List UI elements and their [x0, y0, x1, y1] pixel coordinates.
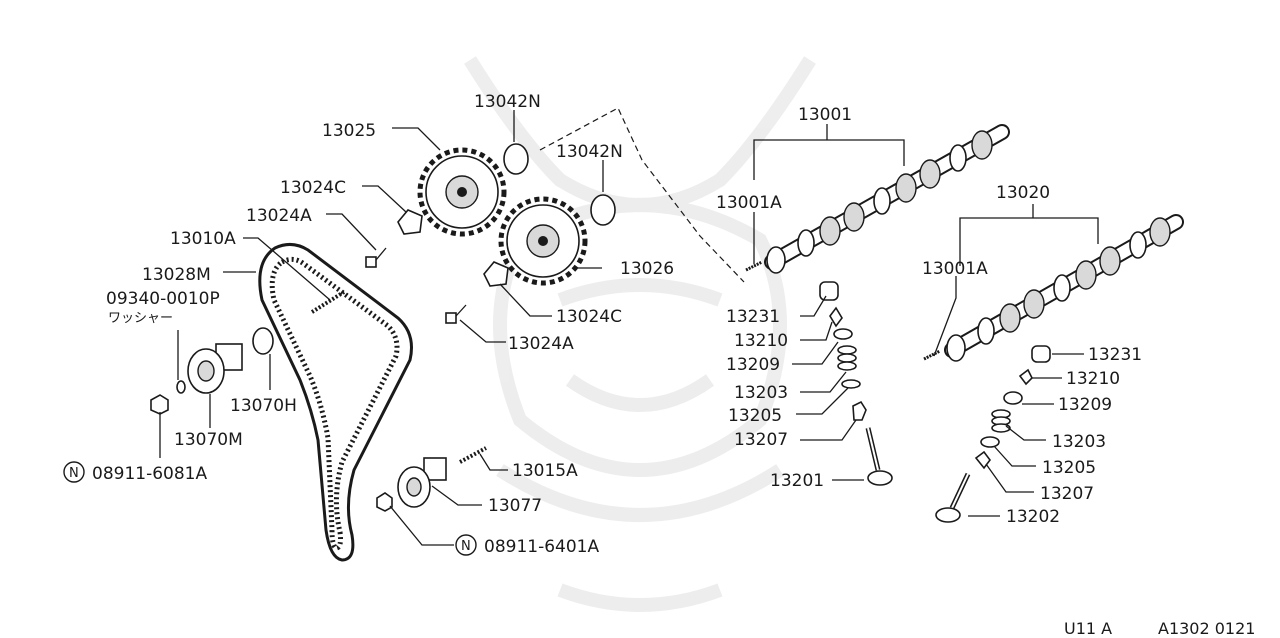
retainer-13209-b	[1003, 391, 1023, 405]
label-13205-b: 13205	[1042, 458, 1096, 478]
valve-spring-13203-b	[991, 409, 1011, 433]
label-13020: 13020	[996, 183, 1050, 203]
nut-08911-6401A	[376, 492, 393, 512]
label-13015A: 13015A	[512, 461, 578, 481]
intake-valve-13201	[865, 427, 893, 486]
label-08911-6081A: 08911-6081A	[92, 464, 207, 484]
label-13001A-a: 13001A	[716, 193, 782, 213]
timing-belt	[258, 243, 413, 562]
lifter-13231-a	[819, 281, 839, 301]
label-13209-a: 13209	[726, 355, 780, 375]
label-13024A-b: 13024A	[508, 334, 574, 354]
label-13024C-b: 13024C	[556, 307, 622, 327]
label-13203-a: 13203	[734, 383, 788, 403]
retainer-13209-a	[833, 328, 853, 340]
label-13231-a: 13231	[726, 307, 780, 327]
oil-seal-13042N-a	[503, 143, 529, 175]
tensioner-spring-13070H	[252, 327, 274, 355]
label-13077: 13077	[488, 496, 542, 516]
footer-model-code: U11 A	[1064, 619, 1112, 638]
exhaust-valve-13202	[935, 472, 971, 523]
label-13010A: 13010A	[170, 229, 236, 249]
cam-sprocket-13025	[417, 147, 507, 237]
nut-08911-6081A	[150, 394, 169, 415]
label-13070H: 13070H	[230, 396, 297, 416]
plate-13024C-a	[397, 209, 423, 235]
cam-sprocket-13026	[498, 196, 588, 286]
collet-13210-a	[829, 306, 843, 328]
n-mark-left: N	[63, 461, 85, 483]
spring-seat-13205-b	[980, 436, 1000, 448]
label-13207-b: 13207	[1040, 484, 1094, 504]
label-13210-a: 13210	[734, 331, 788, 351]
label-13205-a: 13205	[728, 406, 782, 426]
footer-figure-code: A1302 0121	[1158, 619, 1255, 638]
label-13209-b: 13209	[1058, 395, 1112, 415]
label-13001A-b: 13001A	[922, 259, 988, 279]
valve-seal-13207-a	[852, 400, 867, 421]
stud-13015A	[459, 446, 487, 464]
label-13042N-a: 13042N	[474, 92, 541, 112]
label-13025: 13025	[322, 121, 376, 141]
leader-lines	[159, 107, 1099, 546]
label-13026: 13026	[620, 259, 674, 279]
n-mark-right-text: N	[461, 539, 471, 554]
collet-13210-b	[1018, 368, 1033, 386]
bolt-13024A-a	[365, 247, 387, 268]
tensioner-pulley-13070M	[187, 343, 243, 394]
camshaft-13020	[944, 214, 1184, 362]
label-08911-6401A: 08911-6401A	[484, 537, 599, 557]
valve-spring-13203-a	[837, 345, 857, 371]
label-13024C-a: 13024C	[280, 178, 346, 198]
idler-pulley-13077	[397, 457, 447, 508]
label-13231-b: 13231	[1088, 345, 1142, 365]
n-mark-right: N	[455, 534, 477, 556]
n-mark-left-text: N	[69, 466, 79, 481]
label-09340-0010P: 09340-0010P	[106, 289, 220, 309]
bolt-13024A-b	[445, 304, 467, 324]
label-13210-b: 13210	[1066, 369, 1120, 389]
label-washer-japanese: ワッシャー	[108, 311, 173, 326]
washer-09340-0010P	[176, 380, 186, 394]
spring-seat-13205-a	[841, 379, 861, 389]
label-13203-b: 13203	[1052, 432, 1106, 452]
label-13201: 13201	[770, 471, 824, 491]
lifter-13231-b	[1031, 345, 1051, 363]
pin-13001A-b	[923, 349, 941, 361]
oil-seal-13042N-b	[590, 194, 616, 226]
label-13207-a: 13207	[734, 430, 788, 450]
label-13001: 13001	[798, 105, 852, 125]
stud-13010A	[310, 290, 346, 314]
plate-13024C-b	[483, 261, 509, 287]
label-13024A-a: 13024A	[246, 206, 312, 226]
label-13028M: 13028M	[142, 265, 211, 285]
camshaft-13001	[764, 124, 1010, 274]
watermark-helmet-logo	[464, 56, 816, 612]
label-13202: 13202	[1006, 507, 1060, 527]
label-13070M: 13070M	[174, 430, 243, 450]
label-13042N-b: 13042N	[556, 142, 623, 162]
